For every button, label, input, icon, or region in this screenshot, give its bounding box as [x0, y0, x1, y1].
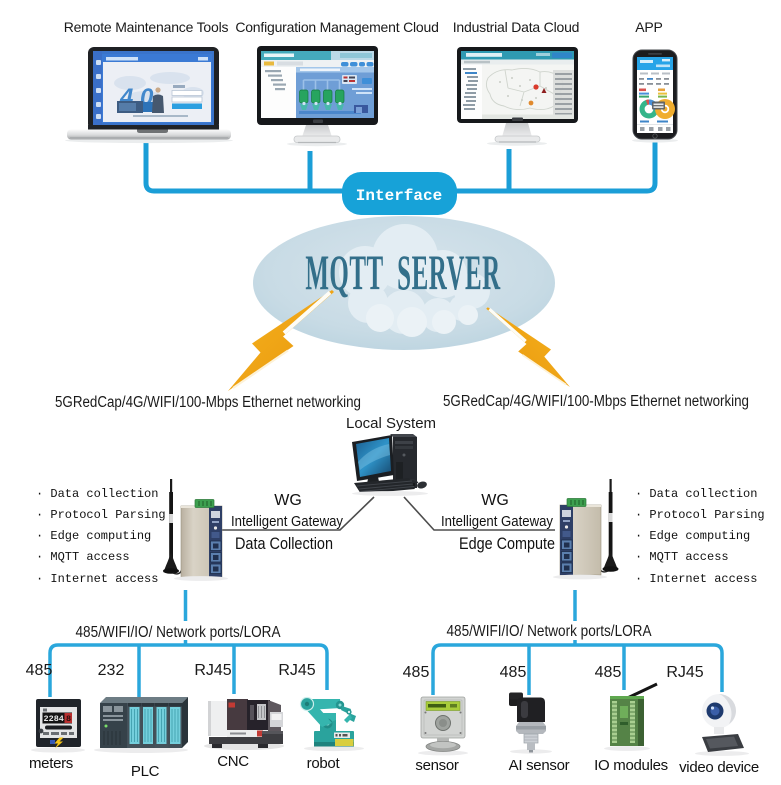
svg-text:· Protocol Parsing: · Protocol Parsing [635, 508, 765, 522]
svg-text:· Data collection: · Data collection [36, 487, 158, 501]
svg-text:robot: robot [307, 755, 341, 772]
svg-text:· Data collection: · Data collection [635, 487, 757, 501]
svg-text:Edge Compute: Edge Compute [459, 534, 555, 553]
svg-text:Intelligent Gateway: Intelligent Gateway [441, 513, 553, 530]
svg-text:· MQTT access: · MQTT access [635, 550, 729, 564]
svg-text:WG: WG [274, 492, 302, 509]
svg-text:Local System: Local System [346, 415, 436, 432]
svg-text:· Protocol Parsing: · Protocol Parsing [36, 508, 166, 522]
svg-text:485: 485 [26, 662, 53, 679]
svg-text:AI sensor: AI sensor [509, 757, 570, 774]
svg-text:485: 485 [403, 664, 430, 681]
svg-text:485: 485 [595, 664, 622, 681]
svg-text:232: 232 [98, 662, 125, 679]
svg-text:PLC: PLC [131, 763, 160, 780]
svg-text:Intelligent Gateway: Intelligent Gateway [231, 513, 343, 530]
svg-text:sensor: sensor [415, 757, 459, 774]
svg-text:MQTT SERVER: MQTT SERVER [305, 245, 500, 301]
svg-text:· Edge computing: · Edge computing [635, 529, 750, 543]
svg-text:· Internet access: · Internet access [635, 572, 757, 586]
svg-text:RJ45: RJ45 [278, 662, 315, 679]
svg-text:IO modules: IO modules [594, 757, 668, 774]
svg-text:RJ45: RJ45 [666, 664, 703, 681]
svg-text:485/WIFI/IO/ Network ports/LOR: 485/WIFI/IO/ Network ports/LORA [447, 623, 652, 640]
svg-text:CNC: CNC [217, 753, 249, 770]
svg-text:2284: 2284 [44, 714, 64, 724]
svg-text:485/WIFI/IO/ Network ports/LOR: 485/WIFI/IO/ Network ports/LORA [76, 624, 281, 641]
svg-text:Data Collection: Data Collection [235, 534, 333, 553]
svg-text:Industrial Data Cloud: Industrial Data Cloud [453, 19, 580, 35]
svg-text:· Internet access: · Internet access [36, 572, 158, 586]
svg-text:WG: WG [481, 492, 509, 509]
svg-text:Remote Maintenance Tools: Remote Maintenance Tools [64, 19, 229, 35]
svg-text:· MQTT access: · MQTT access [36, 550, 130, 564]
svg-text:5GRedCap/4G/WIFI/100-Mbps Ethe: 5GRedCap/4G/WIFI/100-Mbps Ethernet netwo… [55, 394, 361, 411]
svg-text:meters: meters [29, 755, 73, 772]
svg-text:APP: APP [635, 19, 662, 35]
svg-text:Interface: Interface [356, 187, 442, 205]
svg-text:· Edge computing: · Edge computing [36, 529, 151, 543]
svg-text:485: 485 [500, 664, 527, 681]
svg-text:RJ45: RJ45 [194, 662, 231, 679]
svg-text:5GRedCap/4G/WIFI/100-Mbps Ethe: 5GRedCap/4G/WIFI/100-Mbps Ethernet netwo… [443, 393, 749, 410]
svg-text:8: 8 [66, 714, 71, 724]
svg-text:Configuration Management Cloud: Configuration Management Cloud [235, 19, 438, 35]
svg-text:video device: video device [679, 759, 759, 776]
